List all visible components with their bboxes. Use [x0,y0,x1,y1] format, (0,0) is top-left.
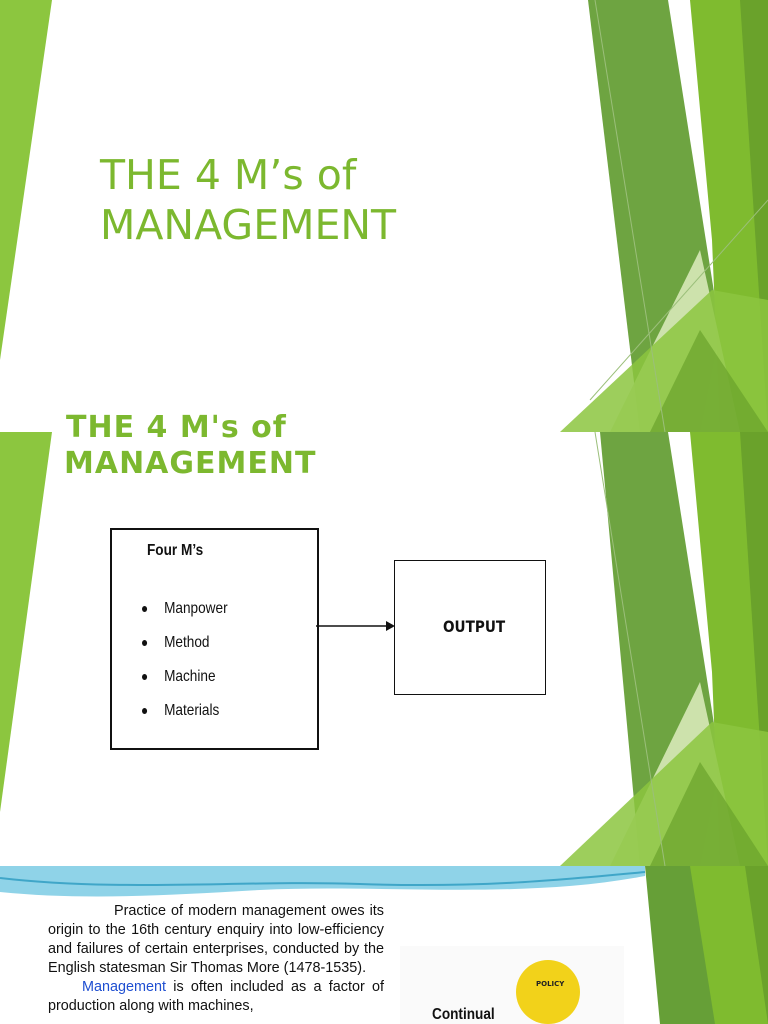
paragraph: Practice of modern management owes its o… [48,903,384,1014]
continual-label: Continual [432,1006,495,1023]
slide-title-clipped: THE 4 M's of [66,410,287,445]
output-label: OUTPUT [443,617,506,636]
title-line-1: THE 4 M’s of [100,151,357,199]
box-heading: Four M’s [147,542,204,559]
policy-circle: POLICY [516,960,580,1024]
green-decoration [0,431,768,867]
wave-banner [0,866,646,897]
four-ms-box: Four M’s Manpower Method Machine Materia… [110,528,319,750]
list-item: Manpower [142,592,228,626]
bullet-icon [142,707,148,714]
slide-title: THE 4 M’s of MANAGEMENT [100,150,396,250]
list-item: Materials [142,694,228,728]
bullet-icon [142,673,148,680]
title-slide: THE 4 M’s of MANAGEMENT [0,0,768,433]
highlight-term: Management [82,979,166,995]
bullet-icon [142,605,148,612]
green-decoration [645,866,768,1024]
green-decoration [0,0,768,433]
diagram-slide: THE 4 M's of MANAGEMENT Four M’s Manpowe… [0,410,768,867]
policy-figure: POLICY Continual [400,946,624,1024]
output-box: OUTPUT [394,560,546,695]
bullet-icon [142,639,148,646]
list-item: Machine [142,660,228,694]
arrow-right-icon [316,621,395,631]
slide-title: MANAGEMENT [64,446,317,481]
title-line-2: MANAGEMENT [100,201,397,249]
four-ms-list: Manpower Method Machine Materials [142,592,243,728]
list-item: Method [142,626,228,660]
text-slide: Practice of modern management owes its o… [0,866,768,1024]
